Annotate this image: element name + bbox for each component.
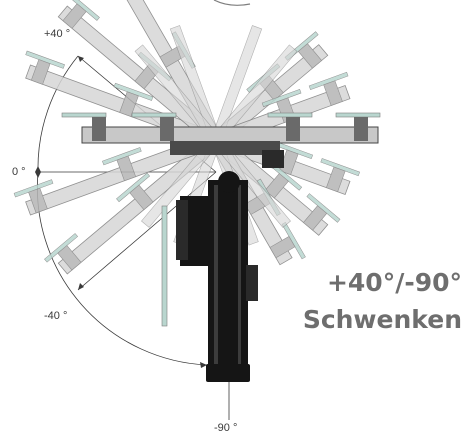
active-mast-highlight — [214, 185, 218, 375]
angle-label-plus40: +40 ° — [44, 28, 71, 40]
top-cable-hint — [213, 0, 251, 6]
clamp-1 — [92, 117, 106, 141]
arrow-minus90 — [200, 362, 207, 368]
clamp-4 — [354, 117, 368, 141]
active-side-module — [246, 265, 258, 301]
angle-arc — [36, 55, 208, 366]
ghost-clamp — [62, 3, 87, 29]
headline-angle-range: +40°/-90° — [326, 268, 462, 297]
arrow-zero-top — [35, 166, 41, 172]
active-position-minus90 — [161, 171, 258, 382]
suction-bar-4 — [335, 112, 381, 118]
active-clamp-head — [176, 200, 188, 260]
ghost-clamp — [297, 43, 323, 69]
angle-label-zero: 0 ° — [12, 166, 26, 178]
clamp-2 — [160, 117, 174, 141]
ghost-clamp — [303, 205, 328, 231]
active-mast-highlight-2 — [238, 185, 241, 375]
ghost-clamp — [30, 59, 51, 85]
clamp-3 — [286, 117, 300, 141]
headline-swivel: Schwenken — [302, 305, 462, 334]
ghost-clamp — [269, 236, 296, 259]
horizontal-beam — [61, 112, 381, 168]
ghost-clamp — [325, 166, 346, 193]
ghost-clamp — [57, 245, 82, 271]
suction-bar-2 — [131, 112, 177, 118]
angle-arrows — [35, 56, 207, 368]
angle-label-minus40: -40 ° — [44, 310, 68, 322]
ghost-clamp — [119, 91, 139, 117]
suction-bar-3 — [267, 112, 313, 118]
ghost-clamp — [129, 184, 154, 211]
active-base-plate — [206, 364, 250, 382]
beam-main — [81, 126, 379, 144]
angle-label-minus90: -90 ° — [214, 422, 238, 434]
beam-core — [170, 141, 280, 155]
arrow-zero-bottom — [35, 172, 41, 178]
ghost-clamp — [116, 155, 137, 182]
active-glass-panel — [161, 205, 168, 327]
ghost-clamp — [28, 187, 48, 214]
ghost-clamp — [264, 173, 289, 199]
active-pivot-joint — [218, 171, 240, 193]
arrow-plus40 — [78, 56, 84, 62]
arrow-minus40 — [78, 283, 84, 290]
beam-motor — [262, 150, 284, 168]
suction-bar-1 — [61, 112, 107, 118]
ghost-clamp — [323, 80, 343, 106]
